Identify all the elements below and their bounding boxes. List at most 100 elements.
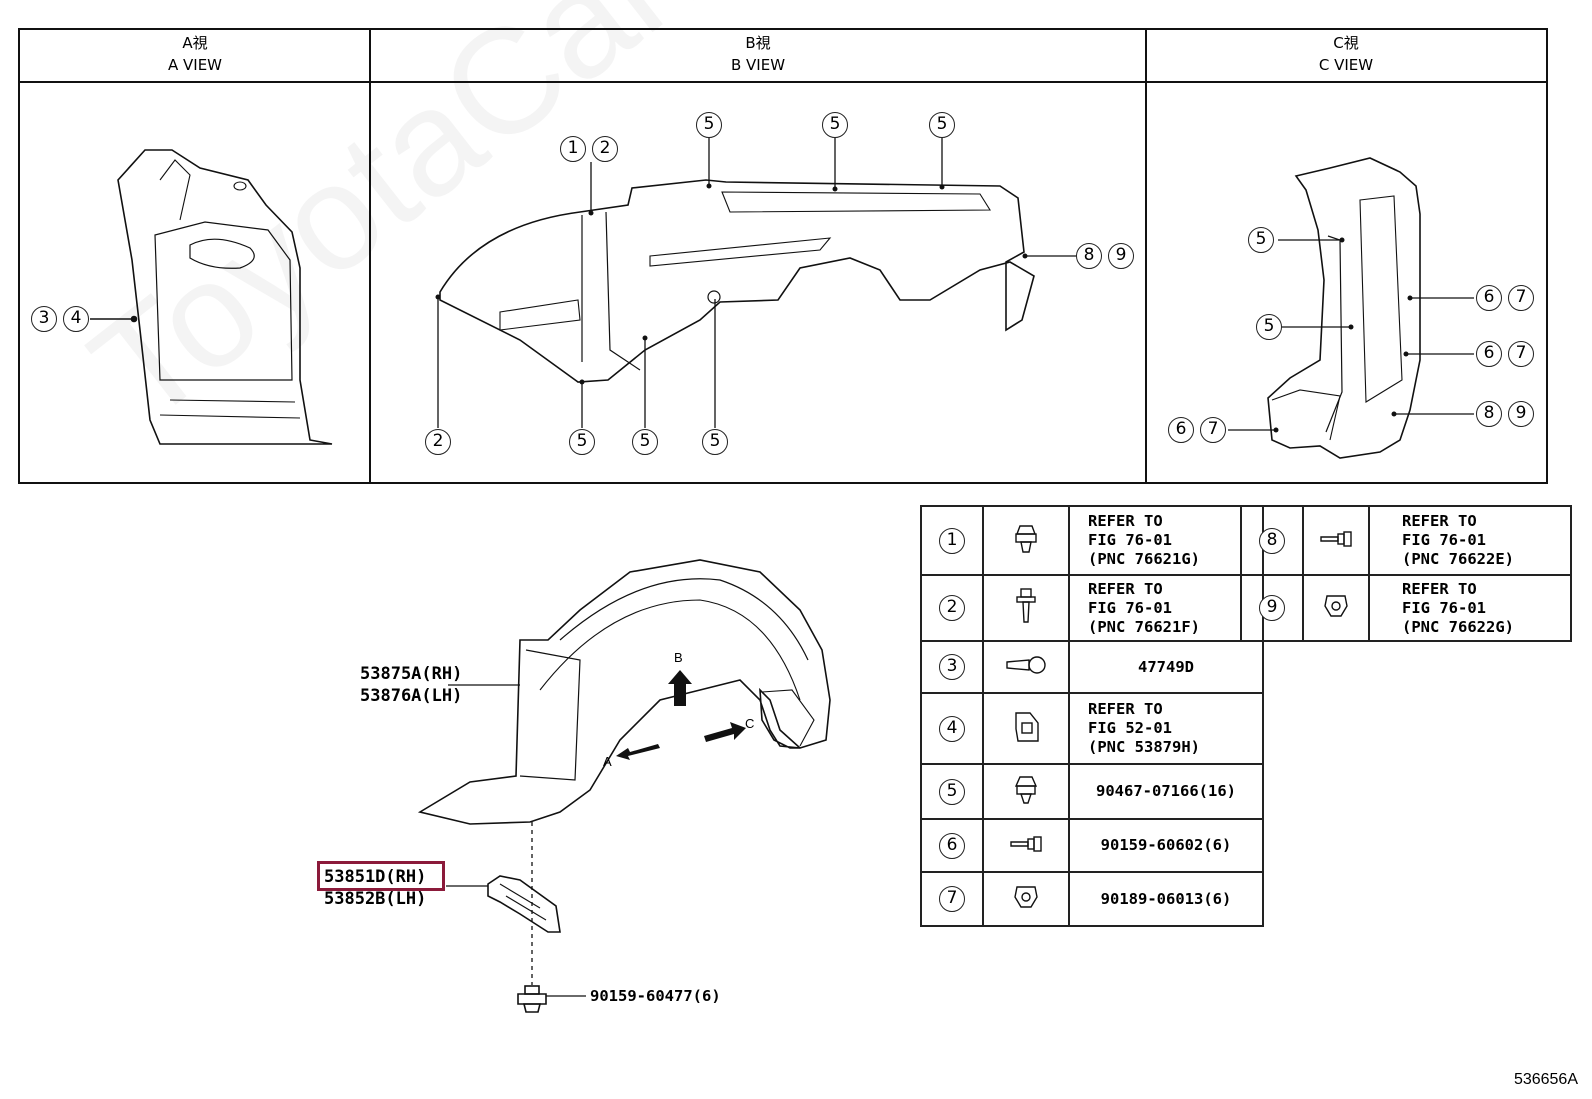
view-arrows	[616, 670, 746, 760]
view-a-kanji: A視	[182, 34, 208, 52]
legend-9-line-2: FIG 76-01	[1402, 598, 1486, 617]
legend-num-6: 6	[939, 832, 965, 859]
legend-8-line-3: (PNC 76622E)	[1402, 550, 1514, 568]
legend-row-7: 7 90189-06013(6)	[920, 871, 1264, 927]
legend-2-line-2: FIG 76-01	[1088, 598, 1172, 617]
callout-2-bottom: 2	[425, 429, 451, 455]
view-a-header: A視 A VIEW	[20, 32, 370, 76]
callout-2-top: 2	[592, 136, 618, 162]
legend-1-line-3: (PNC 76621G)	[1088, 550, 1200, 568]
callout-6-c3: 6	[1476, 341, 1502, 367]
legend-1-line-1: REFER TO	[1088, 512, 1163, 530]
c-view-leaders	[1228, 239, 1474, 431]
callout-5-b4: 5	[569, 429, 595, 455]
bolt-drawing	[517, 985, 547, 1013]
nut-icon	[1324, 595, 1348, 617]
clip-icon	[1014, 775, 1038, 804]
screw-icon	[1320, 530, 1352, 547]
legend-row-6: 6 90159-60602(6)	[920, 818, 1264, 873]
b-view-part-drawing	[439, 179, 1035, 383]
legend-9-line-3: (PNC 76622G)	[1402, 617, 1514, 636]
legend-num-1: 1	[939, 527, 965, 554]
callout-7-c2: 7	[1508, 285, 1534, 311]
part-seal-lh: 53852B(LH)	[324, 889, 427, 909]
view-b-kanji: B視	[745, 34, 771, 52]
callout-9-b: 9	[1108, 243, 1134, 269]
fender-liner-drawing	[417, 559, 831, 825]
callout-5-b6: 5	[702, 429, 728, 455]
view-b-header: B視 B VIEW	[370, 32, 1146, 76]
view-a-label: A VIEW	[167, 56, 223, 74]
legend-8-line-2: FIG 76-01	[1402, 531, 1486, 549]
legend-9-line-1: REFER TO	[1402, 579, 1477, 598]
figure-id: 536656A	[1513, 1071, 1578, 1088]
nut-icon	[1014, 886, 1038, 908]
bracket-icon	[1015, 711, 1039, 742]
c-view-part-drawing	[1267, 157, 1421, 459]
callout-8-c: 8	[1476, 401, 1502, 427]
legend-num-3: 3	[939, 654, 965, 680]
view-c-kanji: C視	[1333, 34, 1359, 52]
legend-num-4: 4	[939, 715, 965, 742]
legend-num-5: 5	[939, 778, 965, 805]
callout-7-c3: 7	[1508, 341, 1534, 367]
views-frame	[18, 28, 1548, 484]
arrow-a-label: A	[603, 754, 612, 769]
b-view-leaders	[437, 138, 1076, 428]
legend-num-2: 2	[939, 595, 965, 621]
callout-5-c2: 5	[1256, 314, 1282, 340]
callout-9-c: 9	[1508, 401, 1534, 427]
callout-6-c1: 6	[1168, 417, 1194, 443]
legend-2-line-1: REFER TO	[1088, 579, 1163, 598]
part-bolt: 90159-60477(6)	[590, 987, 721, 1005]
callout-1: 1	[560, 136, 586, 162]
legend-3-line-1: 47749D	[1138, 657, 1194, 676]
callout-8-b: 8	[1076, 243, 1102, 269]
callout-5-b3: 5	[929, 112, 955, 138]
part-liner-lh: 53876A(LH)	[360, 686, 463, 706]
callout-4: 4	[63, 306, 89, 332]
legend-num-7: 7	[939, 886, 965, 912]
legend-num-9: 9	[1259, 595, 1285, 621]
arrow-b-label: B	[674, 650, 683, 665]
callout-5-b1: 5	[696, 112, 722, 138]
part-seal-rh: 53851D(RH)	[324, 867, 427, 887]
callout-6-c2: 6	[1476, 285, 1502, 311]
callout-5-b5: 5	[632, 429, 658, 455]
legend-num-8: 8	[1259, 527, 1285, 554]
legend-4-line-3: (PNC 53879H)	[1088, 738, 1200, 756]
legend-row-5: 5 90467-07166(16)	[920, 763, 1264, 820]
legend-6-line-1: 90159-60602(6)	[1100, 836, 1232, 854]
legend-1-line-2: FIG 76-01	[1088, 531, 1172, 549]
part-liner-rh: 53875A(RH)	[360, 664, 463, 684]
highlight-box	[317, 861, 445, 891]
a-view-part-drawing	[117, 149, 333, 445]
callout-3: 3	[31, 306, 57, 332]
legend-row-3: 3 47749D	[920, 640, 1264, 694]
legend-8-line-1: REFER TO	[1402, 512, 1477, 530]
screw-icon	[1016, 588, 1036, 623]
callout-5-b2: 5	[822, 112, 848, 138]
screw-icon	[1010, 835, 1042, 852]
view-b-label: B VIEW	[730, 56, 786, 74]
bolt-icon	[1006, 656, 1046, 674]
arrow-c-label: C	[745, 716, 755, 731]
legend-4-line-2: FIG 52-01	[1088, 719, 1172, 737]
legend-2-line-3: (PNC 76621F)	[1088, 617, 1200, 636]
callout-7-c1: 7	[1200, 417, 1226, 443]
legend-5-line-1: 90467-07166(16)	[1096, 782, 1236, 800]
callout-5-c1: 5	[1248, 227, 1274, 253]
legend-4-line-1: REFER TO	[1088, 700, 1163, 718]
seal-drawing	[487, 875, 561, 933]
legend-7-line-1: 90189-06013(6)	[1100, 889, 1232, 908]
clip-icon	[1015, 524, 1037, 553]
view-c-label: C VIEW	[1318, 56, 1374, 74]
